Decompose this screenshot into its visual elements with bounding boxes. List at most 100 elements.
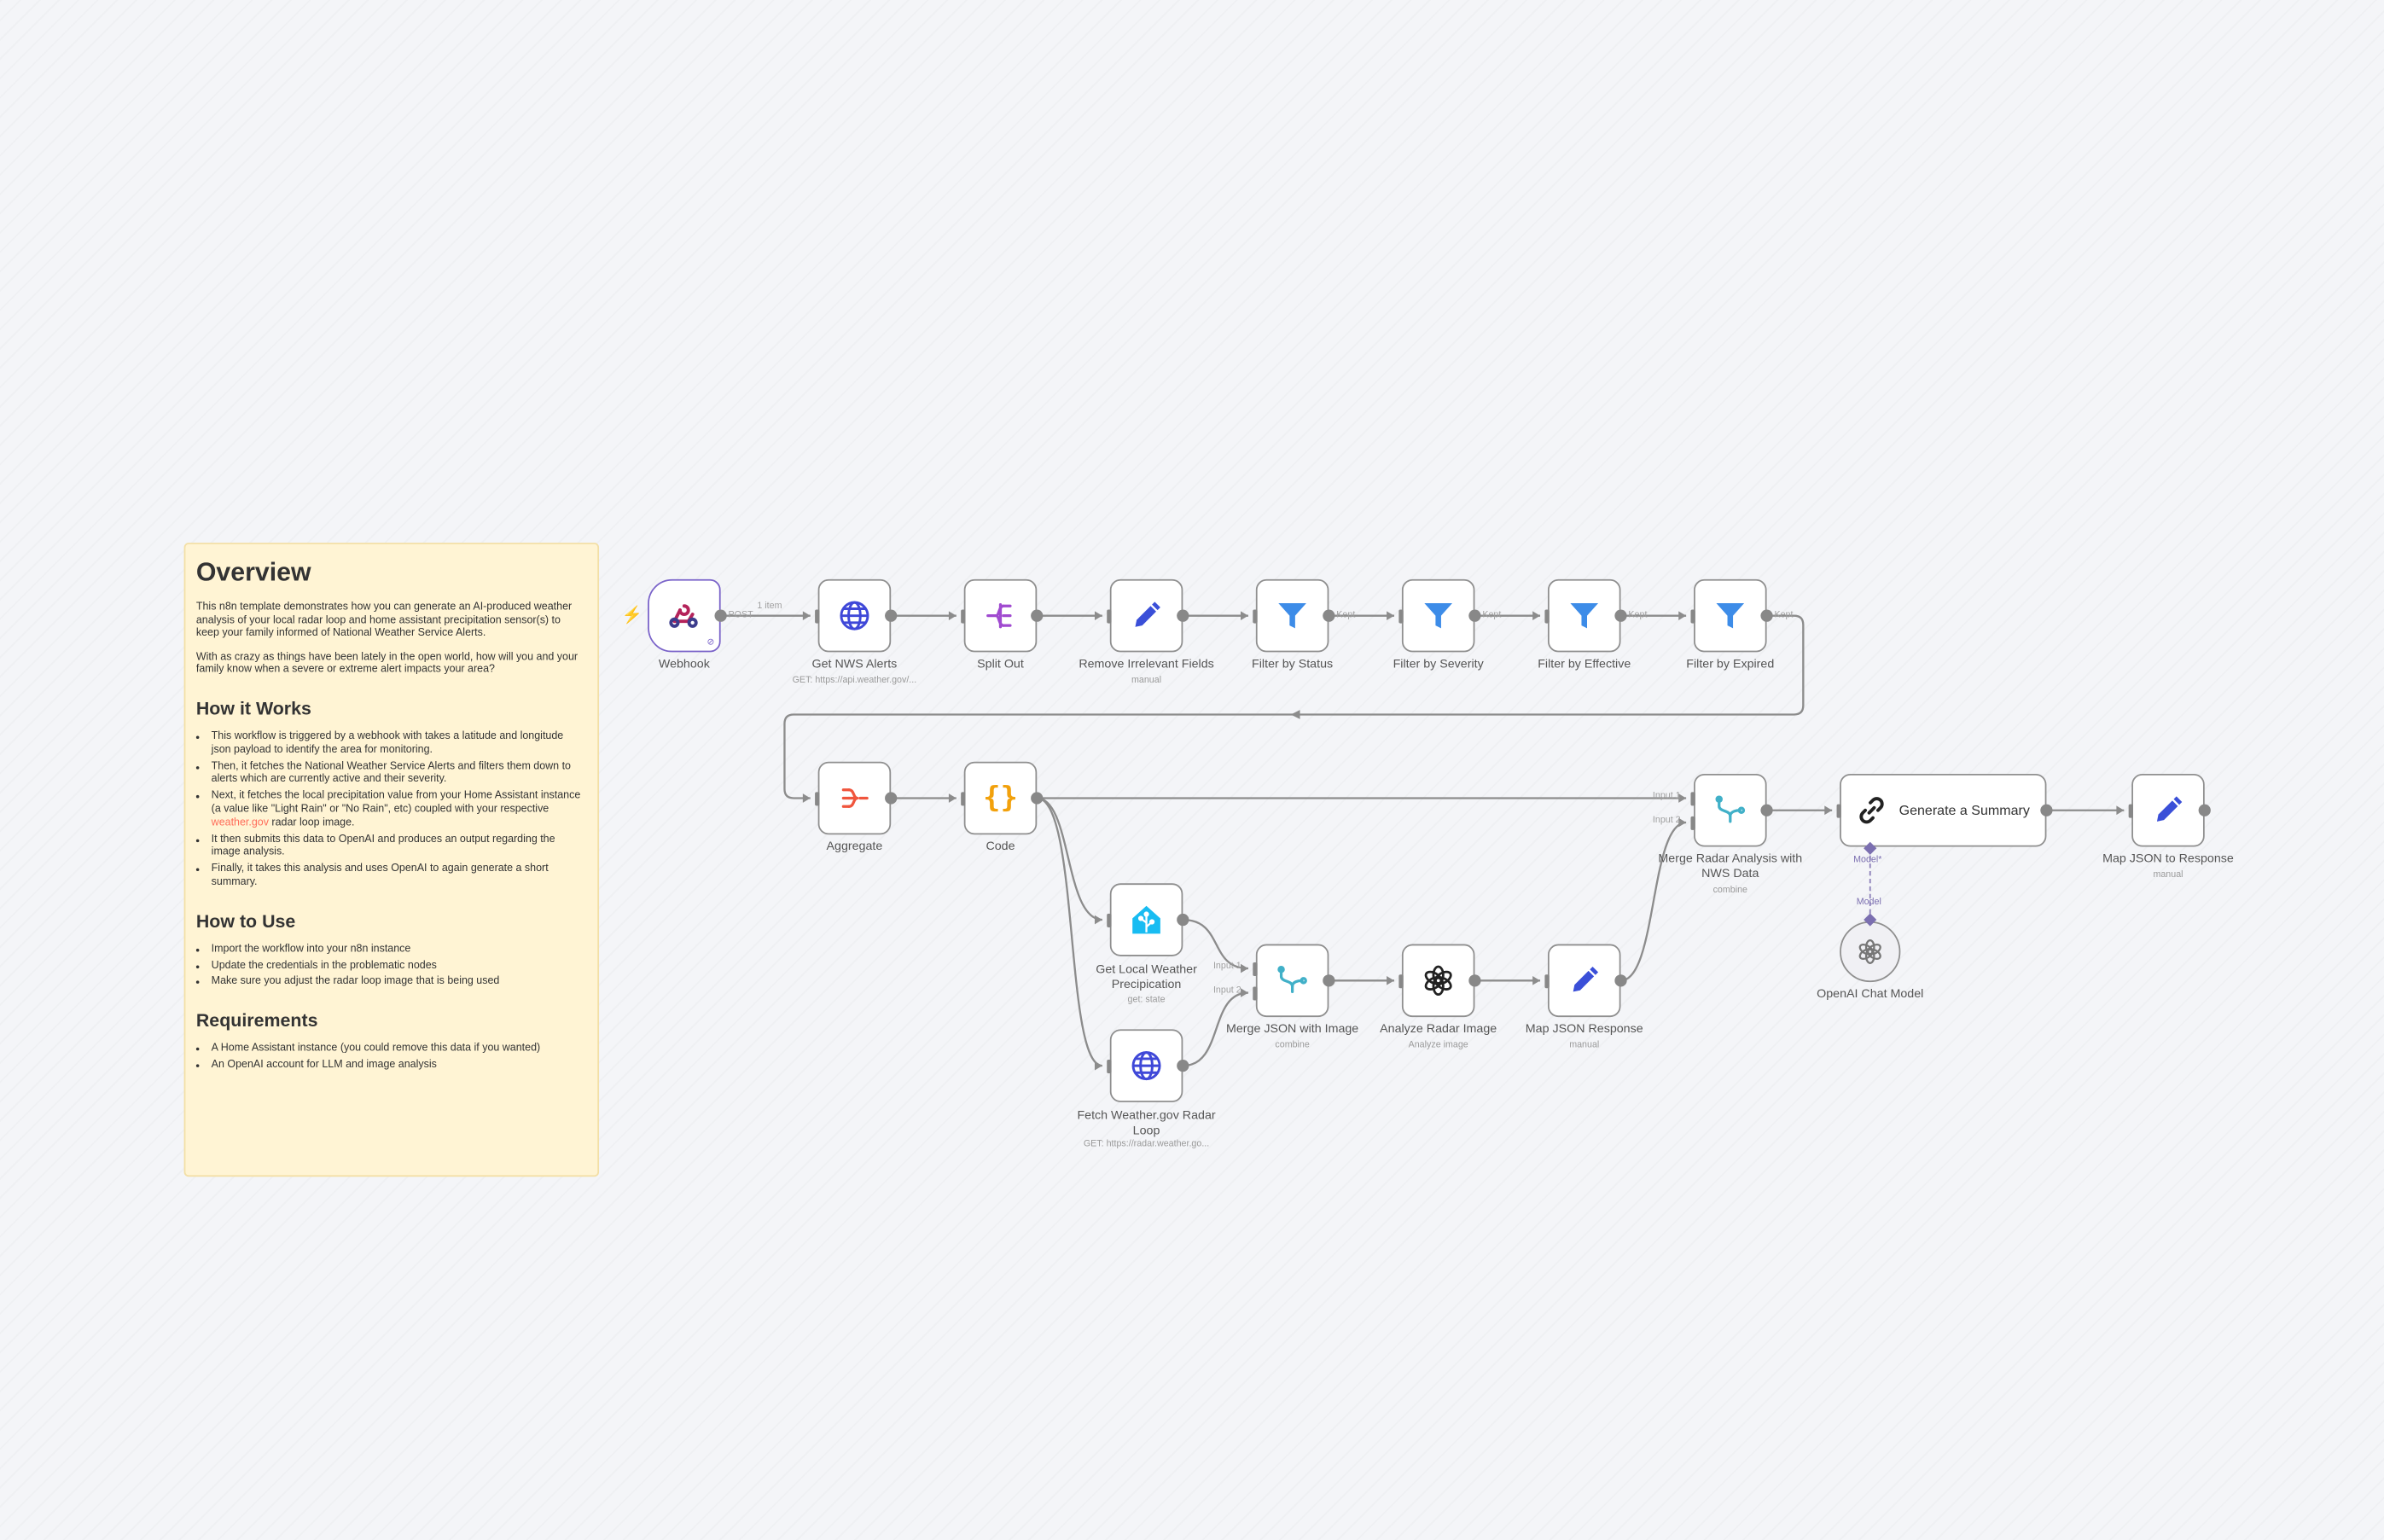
output-port[interactable] bbox=[1760, 804, 1773, 816]
output-port[interactable] bbox=[1760, 609, 1773, 622]
output-port[interactable] bbox=[885, 609, 898, 622]
edge-label-items: 1 item bbox=[757, 601, 782, 612]
map-json-response-sub: manual bbox=[1569, 1041, 1600, 1051]
openai-chat-model-node[interactable] bbox=[1840, 921, 1901, 983]
output-port[interactable] bbox=[1468, 974, 1481, 987]
input-port[interactable] bbox=[1398, 608, 1403, 623]
output-port[interactable] bbox=[2040, 804, 2053, 816]
edge-label-kept: Kept bbox=[1482, 611, 1502, 621]
merge-json-image-sub: combine bbox=[1275, 1041, 1310, 1051]
split-out-label: Split Out bbox=[977, 656, 1024, 671]
merge-json-image-node[interactable] bbox=[1255, 944, 1329, 1018]
generate-summary-node[interactable]: Generate a Summary bbox=[1840, 773, 2047, 847]
output-port[interactable] bbox=[1323, 609, 1335, 622]
openai-chat-model-label: OpenAI Chat Model bbox=[1817, 986, 1924, 1001]
list-item: Then, it fetches the National Weather Se… bbox=[212, 761, 585, 787]
output-port[interactable] bbox=[1177, 609, 1189, 622]
how-works-heading: How it Works bbox=[195, 697, 311, 719]
output-port[interactable] bbox=[1323, 974, 1335, 987]
openai-icon bbox=[1424, 965, 1452, 997]
chain-link-icon bbox=[1859, 797, 1884, 824]
globe-icon bbox=[1131, 1051, 1161, 1081]
input-port[interactable] bbox=[1689, 608, 1695, 623]
input-port[interactable] bbox=[814, 791, 819, 805]
input-port[interactable] bbox=[814, 608, 819, 623]
edge-label-model: Model bbox=[1856, 898, 1881, 908]
remove-fields-node[interactable] bbox=[1109, 578, 1183, 653]
input-port[interactable] bbox=[960, 608, 965, 623]
split-out-node[interactable] bbox=[963, 578, 1038, 653]
input-port[interactable] bbox=[1544, 608, 1549, 623]
home-assistant-node[interactable] bbox=[1109, 883, 1183, 956]
output-port[interactable] bbox=[1031, 792, 1044, 805]
code-label: Code bbox=[986, 839, 1015, 853]
output-port[interactable] bbox=[1614, 609, 1627, 622]
remove-fields-sub: manual bbox=[1131, 676, 1162, 686]
wire-mapjson-mergeradar bbox=[1620, 821, 1687, 982]
sticky-intro-2: With as crazy as things have been lately… bbox=[195, 652, 579, 676]
filter-effective-label: Filter by Effective bbox=[1538, 656, 1631, 671]
aggregate-label: Aggregate bbox=[826, 839, 883, 853]
webhook-node[interactable]: ⊘ bbox=[648, 578, 721, 653]
input-port[interactable] bbox=[2127, 803, 2133, 817]
input-port[interactable] bbox=[1252, 985, 1257, 1000]
wire-code-ha bbox=[1037, 797, 1102, 921]
list-item: Update the credentials in the problemati… bbox=[212, 960, 585, 973]
filter-severity-label: Filter by Severity bbox=[1393, 656, 1484, 671]
aggregate-node[interactable] bbox=[817, 761, 892, 835]
merge-json-image-label: Merge JSON with Image bbox=[1225, 1021, 1359, 1036]
filter-icon bbox=[1570, 602, 1599, 629]
analyze-radar-node[interactable] bbox=[1401, 944, 1475, 1018]
list-item: Next, it fetches the local precipitation… bbox=[212, 791, 585, 831]
fetch-radar-node[interactable] bbox=[1109, 1029, 1183, 1102]
filter-effective-node[interactable] bbox=[1547, 578, 1621, 653]
home-assistant-label: Get Local Weather Precipication bbox=[1096, 962, 1197, 991]
output-port[interactable] bbox=[1614, 974, 1627, 987]
input-port[interactable] bbox=[1106, 913, 1111, 927]
filter-expired-node[interactable] bbox=[1694, 578, 1767, 653]
list-item: Make sure you adjust the radar loop imag… bbox=[212, 977, 585, 991]
map-json-to-response-label: Map JSON to Response bbox=[2102, 851, 2234, 865]
output-port[interactable] bbox=[885, 792, 898, 805]
output-port[interactable] bbox=[1468, 609, 1481, 622]
code-node[interactable]: {} bbox=[963, 761, 1038, 835]
map-json-to-response-sub: manual bbox=[2153, 871, 2183, 880]
edge-label-input2: Input 2 bbox=[1212, 986, 1241, 997]
input-port[interactable] bbox=[1398, 973, 1403, 988]
input-port[interactable] bbox=[1835, 803, 1840, 817]
map-json-response-label: Map JSON Response bbox=[1525, 1021, 1643, 1036]
input-port[interactable] bbox=[1544, 973, 1549, 988]
edge-label-input1: Input 1 bbox=[1212, 962, 1241, 972]
filter-severity-node[interactable] bbox=[1401, 578, 1475, 653]
output-port[interactable] bbox=[2198, 804, 2211, 816]
filter-status-node[interactable] bbox=[1255, 578, 1329, 653]
sticky-title: Overview bbox=[195, 557, 311, 587]
output-port[interactable] bbox=[714, 609, 727, 622]
overview-sticky-note[interactable]: Overview This n8n template demonstrates … bbox=[183, 543, 600, 1177]
input-port[interactable] bbox=[1106, 608, 1111, 623]
output-port[interactable] bbox=[1177, 913, 1189, 927]
get-nws-alerts-node[interactable] bbox=[817, 578, 892, 653]
merge-icon bbox=[1277, 966, 1307, 994]
filter-status-label: Filter by Status bbox=[1252, 656, 1334, 671]
input-port[interactable] bbox=[960, 791, 965, 805]
filter-icon bbox=[1424, 602, 1453, 629]
home-assistant-sub: get: state bbox=[1127, 996, 1166, 1005]
map-json-to-response-node[interactable] bbox=[2131, 773, 2205, 847]
input-port[interactable] bbox=[1689, 815, 1695, 830]
input-port[interactable] bbox=[1252, 608, 1257, 623]
input-port[interactable] bbox=[1252, 962, 1257, 976]
output-port[interactable] bbox=[1177, 1059, 1189, 1072]
globe-icon bbox=[840, 601, 869, 631]
output-port[interactable] bbox=[1031, 609, 1044, 622]
merge-radar-analysis-node[interactable] bbox=[1694, 773, 1767, 847]
map-json-response-node[interactable] bbox=[1547, 944, 1621, 1018]
input-port[interactable] bbox=[1106, 1059, 1111, 1073]
fetch-radar-sub: GET: https://radar.weather.go... bbox=[1083, 1140, 1210, 1150]
input-port[interactable] bbox=[1689, 791, 1695, 805]
split-out-icon bbox=[986, 602, 1012, 629]
pencil-icon bbox=[1135, 601, 1160, 627]
weather-gov-link[interactable]: weather.gov bbox=[211, 817, 269, 828]
